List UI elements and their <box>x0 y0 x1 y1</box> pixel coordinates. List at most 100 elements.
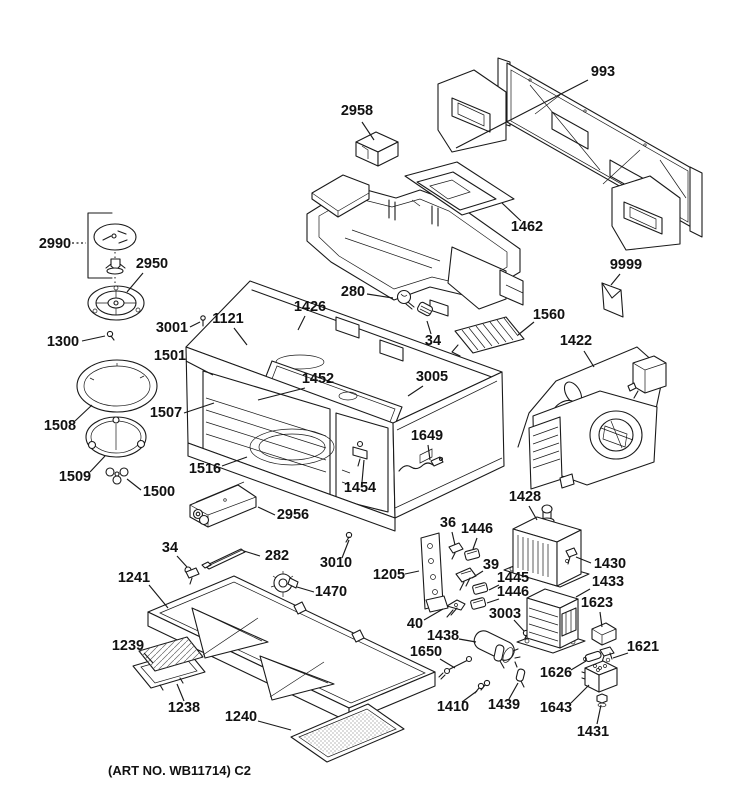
part-1516-front-rail <box>187 442 396 532</box>
leader-line-1238 <box>176 683 185 702</box>
leader-line-1501 <box>185 360 214 376</box>
part-label-1239: 1239 <box>112 638 144 654</box>
part-label-1649: 1649 <box>411 428 443 444</box>
part-label-1422: 1422 <box>560 333 592 349</box>
part-1300-screw <box>106 330 115 341</box>
part-1446-clip-lower <box>470 597 487 610</box>
leader-line-1446-upper <box>472 537 478 550</box>
part-1470-motor <box>270 571 299 597</box>
part-label-3003: 3003 <box>489 606 521 622</box>
part-label-1438: 1438 <box>427 628 459 644</box>
part-label-2956: 2956 <box>277 507 309 523</box>
leader-line-1470 <box>296 586 315 593</box>
leader-line-3001 <box>189 321 201 328</box>
leader-line-2950 <box>126 272 144 293</box>
part-1431-nut <box>596 693 608 708</box>
leader-line-1454 <box>361 459 365 483</box>
part-label-1426: 1426 <box>294 299 326 315</box>
part-label-34-upper: 34 <box>425 333 441 349</box>
leader-line-34-lower <box>176 555 188 568</box>
part-label-1238: 1238 <box>168 700 200 716</box>
leader-line-1560 <box>517 321 535 336</box>
part-1623-thermostat <box>591 622 617 646</box>
part-label-2950: 2950 <box>136 256 168 272</box>
part-1433-transformer <box>516 588 586 654</box>
leader-line-993 <box>455 79 589 149</box>
part-label-1300: 1300 <box>47 334 79 350</box>
leader-line-1433 <box>575 588 591 598</box>
part-34-socket-upper <box>416 301 434 317</box>
part-2990-stirrer-group <box>87 212 137 285</box>
part-label-282: 282 <box>265 548 289 564</box>
part-1454-switch <box>352 440 368 467</box>
part-label-art-no: (ART NO. WB11714) C2 <box>108 763 251 778</box>
leader-line-1428 <box>528 505 538 521</box>
leader-line-3005 <box>407 385 424 397</box>
leader-line-1205 <box>404 570 420 575</box>
leader-line-1410 <box>461 690 478 703</box>
fan-motor <box>627 355 667 399</box>
fan-housing <box>528 390 658 490</box>
leader-line-40 <box>423 608 444 621</box>
part-label-1433: 1433 <box>592 574 624 590</box>
part-1438-capacitor <box>473 630 521 663</box>
part-1649-harness <box>398 456 444 472</box>
part-2958-bracket <box>355 131 399 167</box>
part-2950-motor <box>87 285 145 321</box>
part-1508-glass-tray <box>76 359 158 413</box>
part-1501-cavity <box>185 280 505 532</box>
leader-line-1241 <box>148 584 169 609</box>
part-label-40: 40 <box>407 616 423 632</box>
leader-line-3003 <box>513 619 525 632</box>
part-1462-tray <box>404 161 515 216</box>
leader-line-1516 <box>221 456 248 467</box>
leader-line-36 <box>451 531 456 546</box>
part-1643-relay <box>581 660 618 693</box>
part-9999-envelope <box>601 282 624 318</box>
part-label-1121: 1121 <box>212 311 243 327</box>
leader-line-1121 <box>233 327 248 346</box>
leader-line-1430 <box>575 556 592 564</box>
part-label-1626: 1626 <box>540 665 572 681</box>
part-label-1509: 1509 <box>59 469 91 485</box>
part-label-3010: 3010 <box>320 555 352 571</box>
part-3010-screw <box>345 531 353 543</box>
part-label-1516: 1516 <box>189 461 221 477</box>
part-label-3001: 3001 <box>156 320 188 336</box>
leader-line-1300 <box>81 335 106 342</box>
part-label-1452: 1452 <box>302 371 334 387</box>
part-label-1643: 1643 <box>540 700 572 716</box>
leader-line-1431 <box>596 704 602 725</box>
part-1626-fuse <box>583 650 602 663</box>
leader-line-280 <box>366 293 394 299</box>
leader-line-1626 <box>570 660 587 671</box>
leader-line-2958 <box>361 121 375 141</box>
part-label-36: 36 <box>440 515 456 531</box>
part-1430-clip <box>565 547 578 565</box>
part-1509-roller-ring <box>85 416 147 458</box>
leader-line-1623 <box>599 611 603 628</box>
part-34-clip-lower <box>184 566 200 585</box>
part-label-1650: 1650 <box>410 644 442 660</box>
part-label-1454: 1454 <box>344 480 376 496</box>
leader-line-1650 <box>439 658 456 669</box>
leader-line-9999 <box>610 273 621 286</box>
leader-line-1462 <box>501 202 522 222</box>
part-2956-duct <box>189 481 257 528</box>
part-label-280: 280 <box>341 284 365 300</box>
part-1240-mesh-grille <box>290 703 405 763</box>
part-label-3005: 3005 <box>416 369 448 385</box>
part-label-1439: 1439 <box>488 697 520 713</box>
part-label-993: 993 <box>591 64 615 80</box>
part-label-9999: 9999 <box>610 257 642 273</box>
leader-line-1422 <box>583 350 595 368</box>
part-label-1445: 1445 <box>497 570 529 586</box>
part-1445-clip <box>472 582 489 595</box>
leader-line-1508 <box>74 404 93 422</box>
part-1410-screws <box>474 679 491 694</box>
leader-line-1621 <box>612 652 629 659</box>
leader-line-1439 <box>508 682 519 700</box>
leader-line-34-upper <box>426 320 432 335</box>
